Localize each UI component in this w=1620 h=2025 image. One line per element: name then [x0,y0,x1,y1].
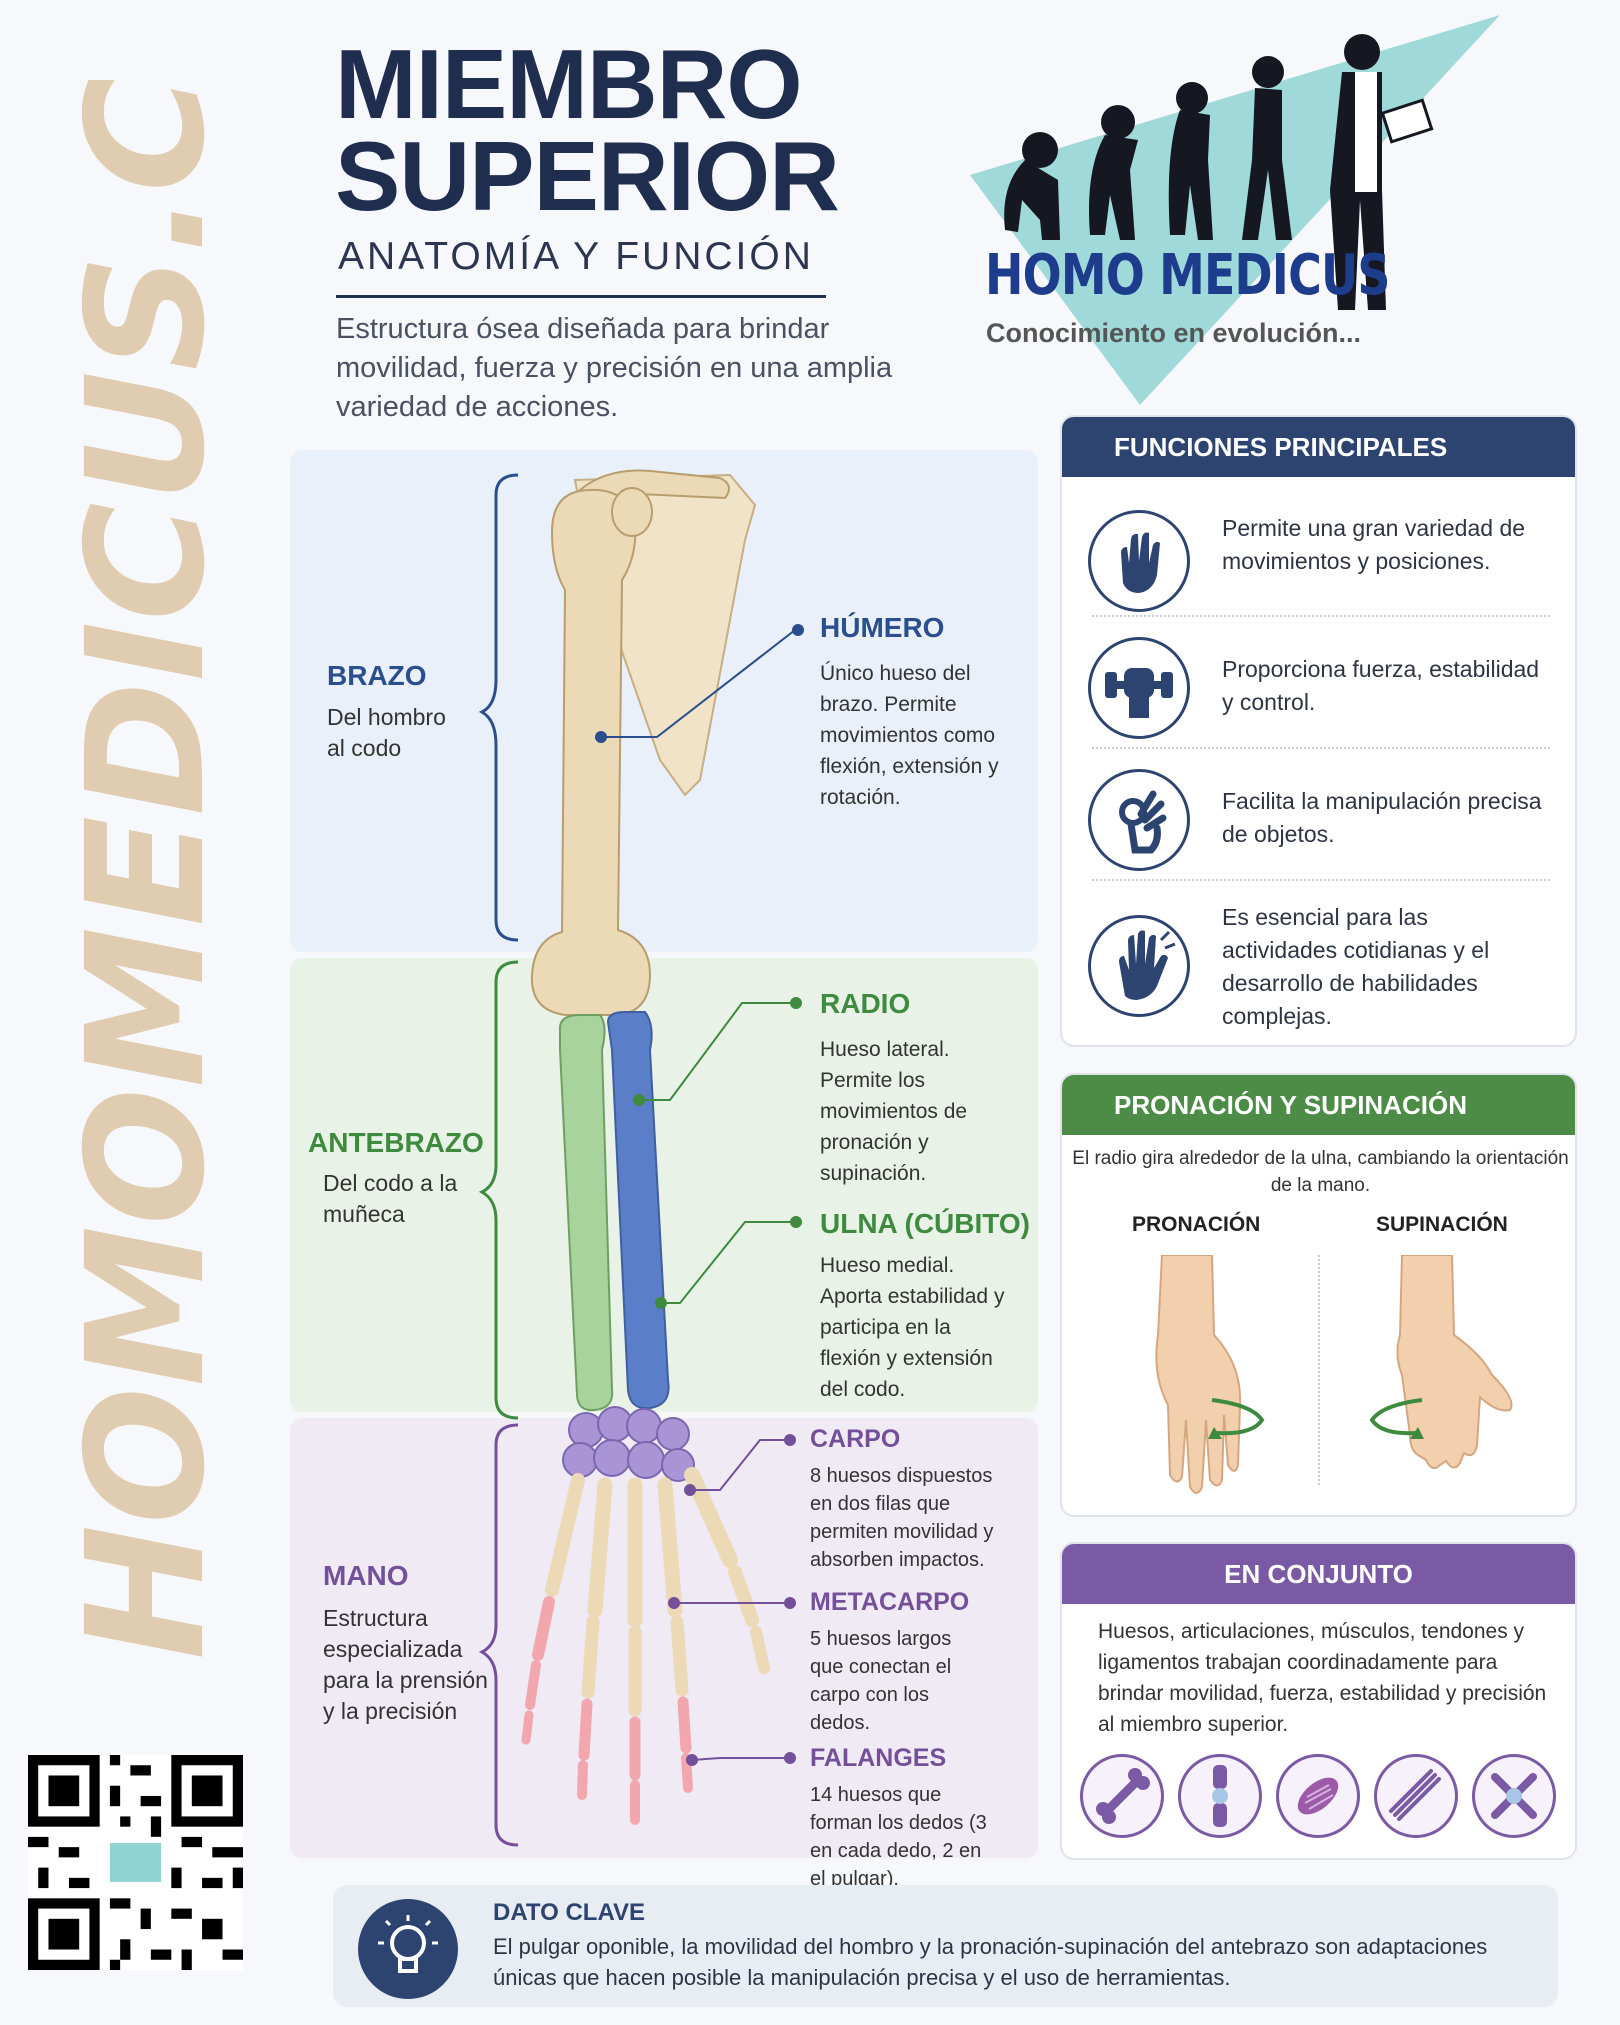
card-pronacion-header: PRONACIÓN Y SUPINACIÓN [1062,1075,1575,1135]
pronation-hand-illustration [1155,1255,1265,1494]
carpal-bones [562,1406,695,1482]
lightbulb-icon [358,1899,458,1999]
function-item: Es esencial para las actividades cotidia… [1062,889,1575,1039]
pronacion-divider [1318,1255,1320,1485]
evolution-figures-icon [1004,34,1434,310]
function-item: Facilita la manipulación precisa de obje… [1062,757,1575,887]
hand-grip-icon [1088,510,1190,612]
key-fact-title: DATO CLAVE [493,1899,646,1926]
region-arm-title: BRAZO [327,660,427,691]
region-forearm-title: ANTEBRAZO [308,1127,484,1158]
function-separator [1092,747,1550,749]
bone-icon [1080,1754,1164,1838]
function-item: Permite una gran variedad de movimientos… [1062,492,1575,622]
leader-metacarpo [668,1597,796,1609]
title-line2: SUPERIOR [335,121,840,231]
ok-hand-icon [1088,769,1190,871]
tendon-icon [1374,1754,1458,1838]
key-fact-box: DATO CLAVE El pulgar oponible, la movili… [333,1885,1558,2007]
key-fact-text: El pulgar oponible, la movilidad del hom… [493,1934,1488,1990]
forearm-brace [478,960,519,1420]
title-line1: MIEMBRO [335,29,803,139]
bone-falanges-desc: 14 huesos que forman los dedos (3 en cad… [810,1784,987,1890]
supination-hand-illustration [1369,1255,1513,1470]
leader-falanges [686,1752,796,1766]
logo-tagline: Conocimiento en evolución... [986,318,1362,348]
function-text: Es esencial para las actividades cotidia… [1222,904,1490,1029]
intro-text: Estructura ósea diseñada para brindar mo… [336,313,893,423]
bone-ulna-title: ULNA (CÚBITO) [820,1208,1030,1239]
fist-dumbbell-icon [1088,637,1190,739]
function-separator [1092,879,1550,881]
bone-ulna-desc: Hueso medial. Aporta estabilidad y parti… [820,1254,1005,1401]
card-funciones-header: FUNCIONES PRINCIPALES [1062,417,1575,477]
function-item: Proporciona fuerza, estabilidad y contro… [1062,625,1575,755]
leader-carpo [684,1434,796,1496]
bone-metacarpo-desc: 5 huesos largos que conectan el carpo co… [810,1628,952,1734]
region-forearm-desc: Del codo a la muñeca [323,1170,458,1227]
bone-metacarpo-title: METACARPO [810,1588,970,1616]
logo-graphic [970,15,1500,405]
region-arm-desc: Del hombro al codo [327,704,446,761]
bone-humero-title: HÚMERO [820,612,945,643]
card-conjunto-header: EN CONJUNTO [1062,1544,1575,1604]
ulna-bone [559,1014,614,1412]
muscle-icon [1276,1754,1360,1838]
qr-code[interactable] [28,1755,243,1970]
supinacion-label: SUPINACIÓN [1376,1213,1508,1236]
arm-brace [478,473,519,942]
conjunto-text: Huesos, articulaciones, músculos, tendon… [1098,1620,1547,1736]
logo-name: HOMO MEDICUS [985,243,1391,308]
watermark-text: HOMOMEDICUS.COM [53,80,241,1660]
leader-ulna [655,1216,802,1309]
card-pronacion: PRONACIÓN Y SUPINACIÓN El radio gira alr… [1060,1073,1577,1517]
bone-humero-desc: Único hueso del brazo. Permite movimient… [820,662,999,809]
bone-carpo-title: CARPO [810,1425,901,1453]
region-hand-title: MANO [323,1560,409,1591]
hand-bones [521,1467,770,1825]
bone-falanges-title: FALANGES [810,1744,947,1772]
region-hand-desc: Estructura especializada para la prensió… [323,1605,488,1724]
joint-icon [1178,1754,1262,1838]
function-text: Permite una gran variedad de movimientos… [1222,515,1526,574]
card-conjunto: EN CONJUNTO Huesos, articulaciones, músc… [1060,1542,1577,1860]
ligament-icon [1472,1754,1556,1838]
leader-humero [595,624,804,743]
bone-radio-title: RADIO [820,988,911,1019]
page-title: MIEMBRO SUPERIOR [335,29,840,231]
card-funciones: FUNCIONES PRINCIPALES Permite una gran v… [1060,415,1577,1047]
humerus-bone [530,488,652,1016]
title-divider [336,295,826,298]
arm-skeleton-illustration [478,469,804,1847]
page-subtitle: ANATOMÍA Y FUNCIÓN [338,235,814,278]
pronacion-description: El radio gira alrededor de la ulna, camb… [1072,1148,1569,1196]
bone-radio-desc: Hueso lateral. Permite los movimientos d… [820,1038,968,1185]
hand-brace [478,1423,519,1847]
function-text: Facilita la manipulación precisa de obje… [1222,788,1542,847]
watermark: HOMOMEDICUS.COM [53,80,241,1660]
function-separator [1092,615,1550,617]
raised-hand-icon [1088,915,1190,1017]
function-text: Proporciona fuerza, estabilidad y contro… [1222,656,1540,715]
radius-bone [606,1011,670,1410]
bone-carpo-desc: 8 huesos dispuestos en dos filas que per… [810,1465,994,1571]
pronacion-label: PRONACIÓN [1132,1213,1261,1236]
leader-radio [633,997,802,1106]
